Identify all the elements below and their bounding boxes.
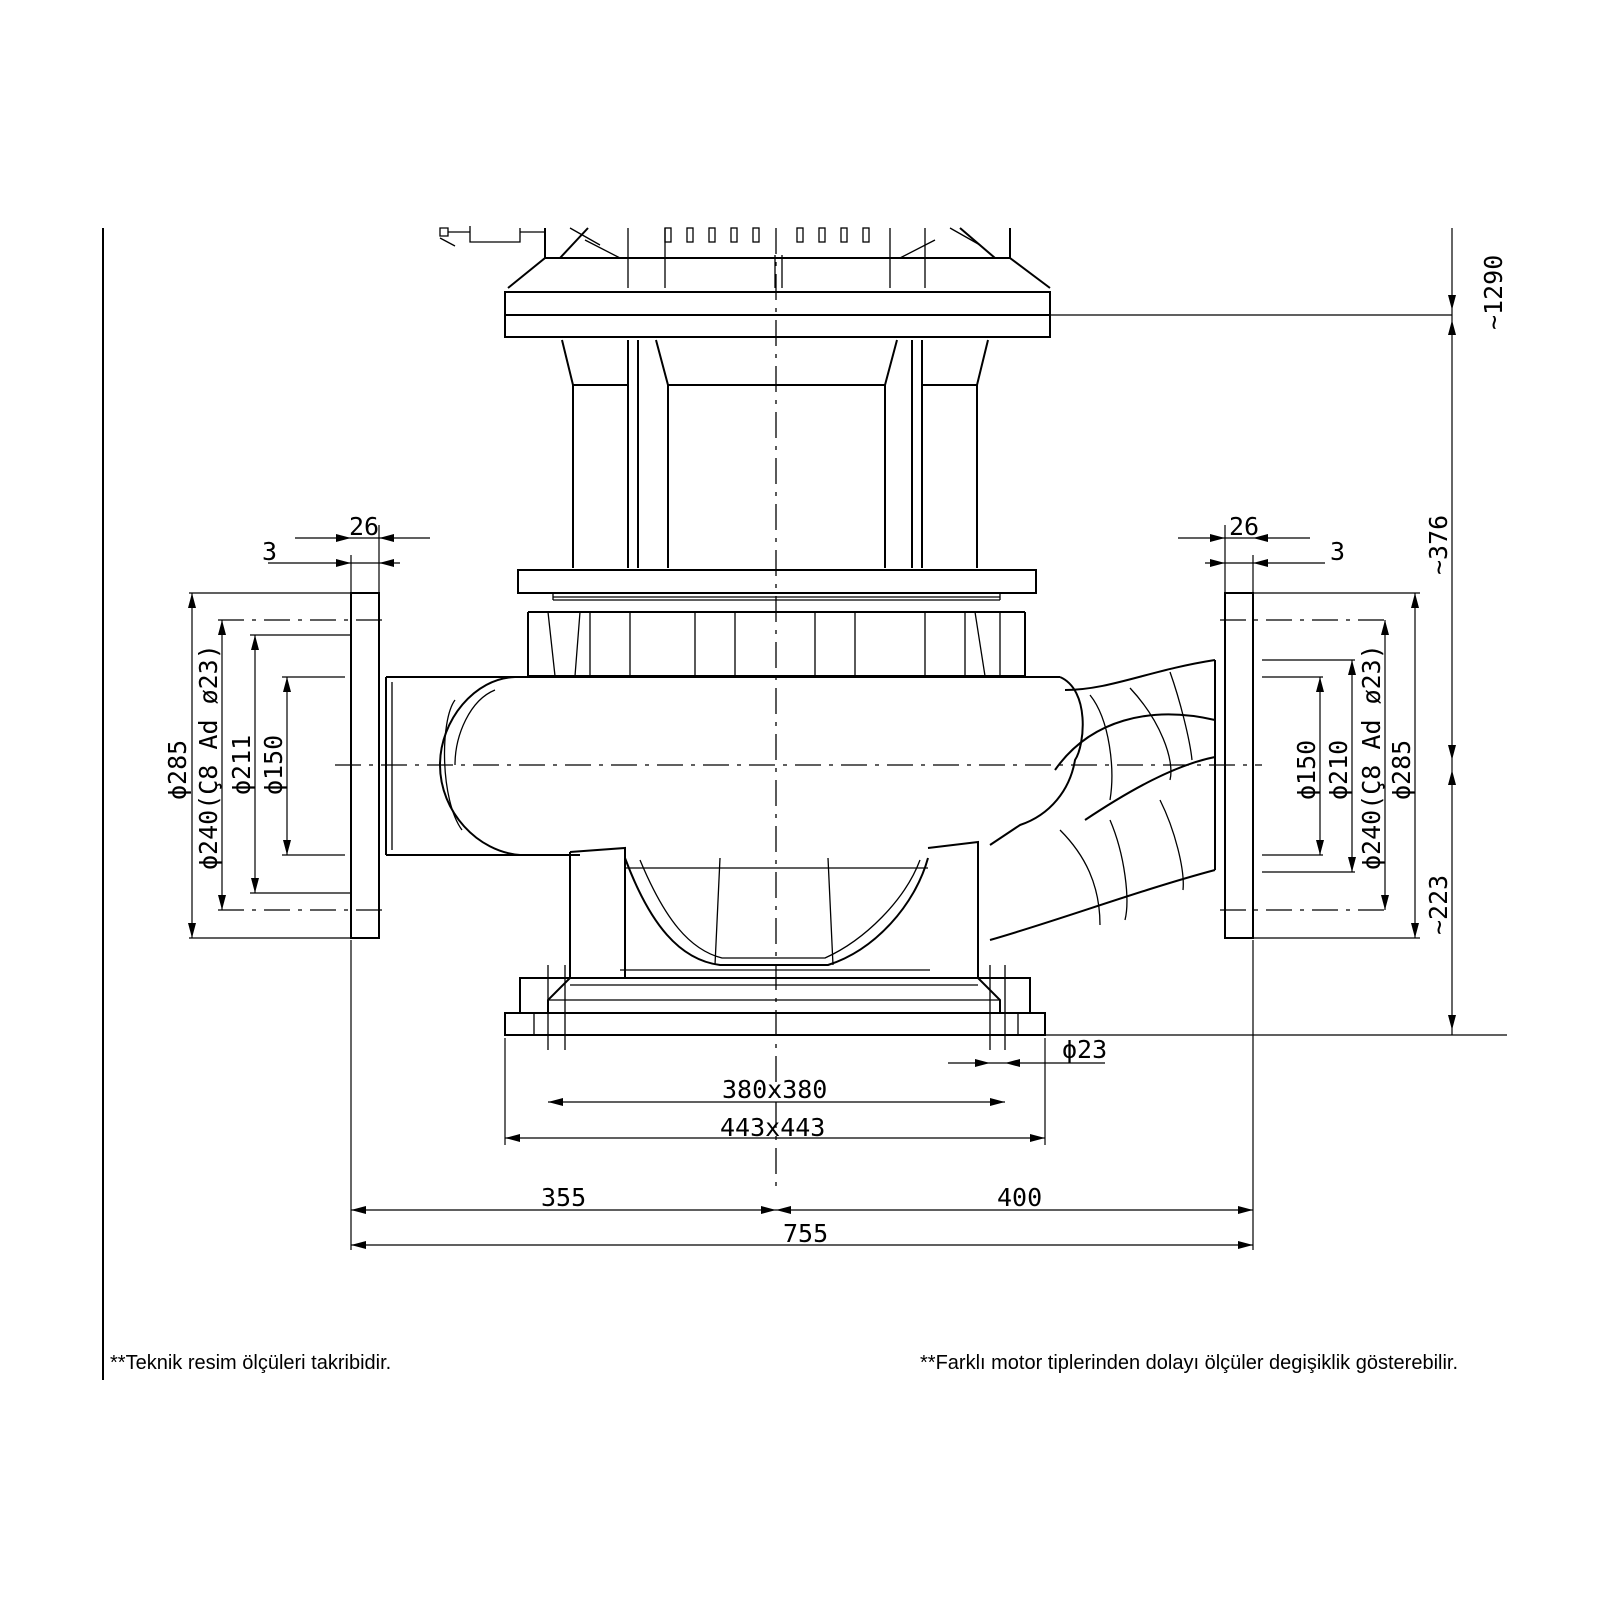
dim-d240-left: ϕ240(Ç8 Ad ø23) (194, 644, 223, 870)
lantern-bracket (561, 339, 989, 568)
dim-height-376: ~376 (1424, 515, 1453, 575)
dim-d211-left: ϕ211 (227, 735, 256, 795)
motor-cropped (439, 226, 1051, 289)
dim-base-outer: 443x443 (720, 1113, 825, 1142)
dim-base-inner: 380x380 (722, 1075, 827, 1104)
dim-height-223: ~223 (1424, 875, 1453, 935)
left-diameter-extension-lines (189, 592, 385, 939)
motor-cooling-fins (664, 227, 870, 243)
dim-flange-thickness-left: 26 (349, 512, 379, 541)
volute-casing (385, 611, 1216, 978)
dim-d240-right: ϕ240(Ç8 Ad ø23) (1357, 644, 1386, 870)
dim-gap-left: 3 (262, 537, 277, 566)
note-motor-variation: **Farklı motor tiplerinden dolayı ölçüle… (920, 1352, 1459, 1374)
right-diameter-extension-lines (1220, 592, 1420, 939)
cable-connector (439, 226, 545, 243)
dim-length-755: 755 (783, 1219, 828, 1248)
base-plate (504, 965, 1046, 1050)
dim-flange-thickness-right: 26 (1229, 512, 1259, 541)
bracket-lower-plate (517, 569, 1037, 594)
dim-total-height: ~1290 (1479, 255, 1508, 330)
dim-length-400: 400 (997, 1183, 1042, 1212)
dim-d210-right: ϕ210 (1324, 740, 1353, 800)
dim-d285-left: ϕ285 (163, 740, 192, 800)
dim-gap-right: 3 (1330, 537, 1345, 566)
dim-d150-right: ϕ150 (1292, 740, 1321, 800)
dimension-arrowheads (188, 295, 1456, 1249)
dim-base-hole: ϕ23 (1062, 1035, 1107, 1064)
note-approximate-dimensions: **Teknik resim ölçüleri takribidir. (110, 1352, 392, 1374)
dim-length-355: 355 (541, 1183, 586, 1212)
dim-d150-left: ϕ150 (259, 735, 288, 795)
dim-d285-right: ϕ285 (1387, 740, 1416, 800)
